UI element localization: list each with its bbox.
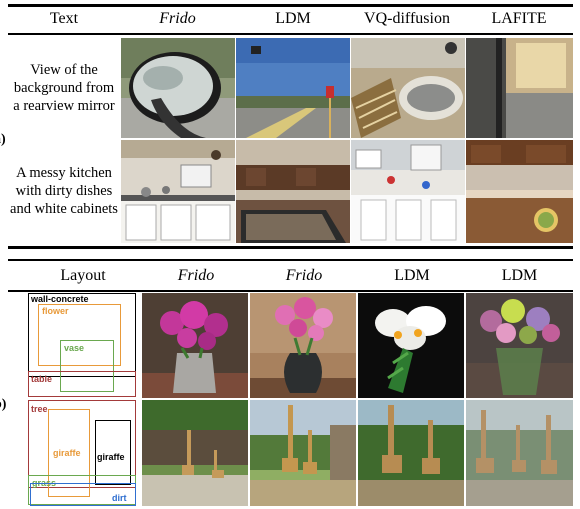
box-giraffe-1 xyxy=(48,409,90,497)
box-table xyxy=(28,371,136,397)
image-lafite-kitchen xyxy=(466,140,573,243)
panel-label-a: a) xyxy=(0,132,6,147)
panel-label-b: b) xyxy=(0,397,7,412)
header-ldm: LDM xyxy=(275,10,311,27)
caption-kitchen: A messy kitchen with dirty dishes and wh… xyxy=(10,165,118,217)
label-table: table xyxy=(31,374,53,384)
image-vq-diffusion-rearview xyxy=(351,38,465,138)
image-ldm-flower-2 xyxy=(466,293,573,398)
image-ldm-rearview xyxy=(236,38,350,138)
box-wall-concrete xyxy=(28,293,136,377)
layout-diagram-1: wall-concrete flower vase table xyxy=(28,293,138,397)
header-frido: Frido xyxy=(159,10,196,27)
top-rule xyxy=(8,4,573,7)
box-dirt xyxy=(30,483,136,506)
label-wall-concrete: wall-concrete xyxy=(31,294,89,304)
image-frido-kitchen xyxy=(121,140,235,243)
b-header-rule xyxy=(8,290,573,292)
image-frido-giraffe-1 xyxy=(142,400,248,506)
image-ldm-flower-1 xyxy=(358,293,464,398)
label-flower: flower xyxy=(42,306,69,316)
header-lafite: LAFITE xyxy=(491,10,547,27)
header-frido-2: Frido xyxy=(285,267,323,284)
box-vase xyxy=(60,340,114,392)
label-tree: tree xyxy=(31,404,48,414)
header-rule xyxy=(8,33,573,35)
image-lafite-rearview xyxy=(466,38,573,138)
header-ldm-2: LDM xyxy=(501,267,538,284)
image-frido-flower-2 xyxy=(250,293,356,398)
box-tree xyxy=(28,400,136,488)
image-vq-diffusion-kitchen xyxy=(351,140,465,243)
middle-rule xyxy=(8,246,573,249)
box-giraffe-2 xyxy=(95,420,131,485)
b-top-rule xyxy=(8,259,573,261)
caption-rearview: View of the background from a rearview m… xyxy=(13,62,115,114)
image-ldm-giraffe-2 xyxy=(466,400,573,506)
label-giraffe-1: giraffe xyxy=(53,448,81,458)
header-text: Text xyxy=(49,10,79,27)
header-ldm-1: LDM xyxy=(394,267,430,284)
image-frido-giraffe-2 xyxy=(250,400,356,506)
label-giraffe-2: giraffe xyxy=(97,452,125,462)
label-dirt: dirt xyxy=(112,493,127,503)
image-ldm-giraffe-1 xyxy=(358,400,464,506)
image-ldm-kitchen xyxy=(236,140,350,243)
image-frido-flower-1 xyxy=(142,293,248,398)
image-frido-rearview xyxy=(121,38,235,138)
box-flower xyxy=(38,304,121,366)
label-vase: vase xyxy=(64,343,85,353)
header-layout: Layout xyxy=(60,267,106,284)
header-frido-1: Frido xyxy=(177,267,215,284)
layout-diagram-2: tree giraffe giraffe grass dirt xyxy=(28,400,138,506)
header-vq-diffusion: VQ-diffusion xyxy=(364,10,450,27)
